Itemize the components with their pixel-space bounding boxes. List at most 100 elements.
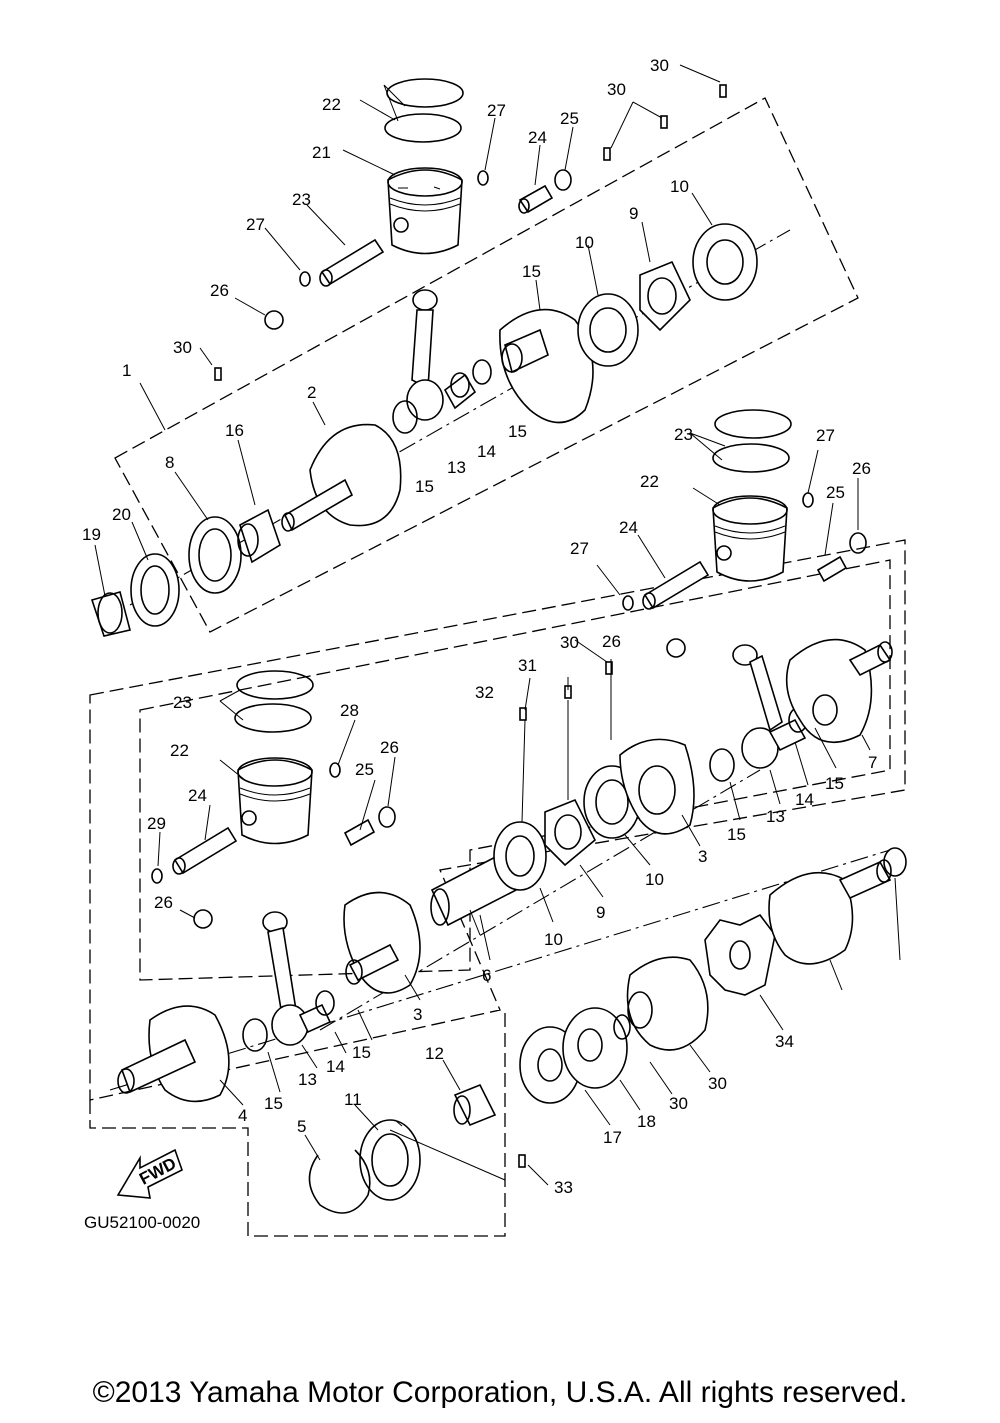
- callout-label: 30: [173, 338, 192, 357]
- callout-label: 15: [508, 422, 527, 441]
- callout-label: 24: [528, 128, 547, 147]
- callout-label: 20: [112, 505, 131, 524]
- callout-label: 30: [669, 1094, 688, 1113]
- callout-label: 27: [816, 426, 835, 445]
- callout-label: 23: [674, 425, 693, 444]
- callout-label: 25: [355, 760, 374, 779]
- callout-label: 4: [238, 1106, 247, 1125]
- callout-label: 19: [82, 525, 101, 544]
- callout-label: 14: [795, 790, 814, 809]
- callout-label: 26: [154, 893, 173, 912]
- dowel-pins-upper: [214, 84, 727, 381]
- callout-label: 15: [522, 262, 541, 281]
- callout-label: 3: [698, 847, 707, 866]
- callout-label: 7: [868, 753, 877, 772]
- dowel-pins-lower: [518, 661, 613, 1168]
- piston-left: [237, 757, 313, 845]
- circlip-5: [308, 1149, 371, 1214]
- callout-label: 15: [352, 1043, 371, 1062]
- labyrinth-seal-9-lower: [544, 798, 596, 867]
- labyrinth-seal-9-upper: [639, 260, 691, 332]
- piston-pin-right: [622, 492, 867, 658]
- callout-label: 22: [640, 472, 659, 491]
- damper-32: [704, 913, 776, 996]
- piston-rings-left: [234, 670, 314, 733]
- callout-label: 25: [560, 109, 579, 128]
- drawing-code: GU52100-0020: [84, 1213, 200, 1232]
- callout-label: 24: [619, 518, 638, 537]
- callout-label: 17: [603, 1128, 622, 1147]
- coupling-33: [768, 859, 892, 965]
- callout-label: 30: [607, 80, 626, 99]
- callout-label: 32: [475, 683, 494, 702]
- crank-end-4: [117, 1005, 230, 1103]
- callout-label: 2: [307, 383, 316, 402]
- connecting-rod-left: [242, 911, 335, 1052]
- callout-label: 1: [122, 361, 131, 380]
- crank-web-3-lower: [343, 891, 421, 994]
- callout-label: 29: [147, 814, 166, 833]
- callout-label: 3: [413, 1005, 422, 1024]
- assembly-boundary-lower: [89, 539, 906, 1237]
- callout-label: 24: [188, 786, 207, 805]
- clips-washers-upper: [264, 169, 572, 330]
- callout-label: 18: [637, 1112, 656, 1131]
- callout-label: 10: [575, 233, 594, 252]
- callout-label: 27: [487, 101, 506, 120]
- callout-label: 14: [477, 442, 496, 461]
- callout-label: 8: [165, 453, 174, 472]
- callout-label: 30: [708, 1074, 727, 1093]
- callout-label: 13: [447, 458, 466, 477]
- washer-29: [613, 1014, 631, 1040]
- callout-label: 15: [415, 477, 434, 496]
- callout-label: 9: [596, 903, 605, 922]
- callout-label: 14: [326, 1057, 345, 1076]
- callout-label: 23: [292, 190, 311, 209]
- callout-label: 12: [425, 1044, 444, 1063]
- piston-pin-left: [151, 762, 396, 929]
- callout-label: 27: [570, 539, 589, 558]
- callout-label: 23: [173, 693, 192, 712]
- crank-web-7: [785, 638, 893, 744]
- callout-label: 31: [518, 656, 537, 675]
- callout-label: 6: [482, 966, 491, 985]
- piston-upper: [387, 167, 463, 255]
- callout-label: 22: [322, 95, 341, 114]
- crank-web-3-center: [619, 738, 695, 835]
- washer-34: [883, 847, 907, 877]
- bearings-upper-right: [577, 223, 758, 367]
- fwd-arrow-icon: FWD: [116, 1148, 183, 1199]
- rod-bearing-upper: [392, 359, 492, 434]
- callout-label: 9: [629, 204, 638, 223]
- piston-rings-upper: [384, 78, 464, 143]
- callout-label: 5: [297, 1117, 306, 1136]
- callout-label: 27: [246, 215, 265, 234]
- collar-12: [453, 1083, 497, 1127]
- connecting-rod-right: [709, 644, 808, 782]
- callout-label: 16: [225, 421, 244, 440]
- callout-label: 30: [560, 633, 579, 652]
- callout-numbers: 1 2 3 3 4 5 6 7 8 9 9 10 10 10 10 11 12 …: [82, 56, 877, 1197]
- callout-label: 26: [210, 281, 229, 300]
- callout-label: 13: [298, 1070, 317, 1089]
- plates-18-19: [519, 1007, 628, 1104]
- callout-label: 15: [825, 774, 844, 793]
- assembly-boundary-upper: [114, 97, 859, 633]
- callout-label: 26: [852, 459, 871, 478]
- callout-label: 26: [602, 632, 621, 651]
- callout-label: 15: [264, 1094, 283, 1113]
- center-lines: [109, 229, 891, 1091]
- callout-label: 33: [554, 1178, 573, 1197]
- callout-label: 28: [340, 701, 359, 720]
- callout-label: 25: [826, 483, 845, 502]
- callout-label: 13: [766, 807, 785, 826]
- callout-label: 10: [670, 177, 689, 196]
- piston-pin-upper: [319, 238, 385, 287]
- crank-web-2: [281, 423, 402, 532]
- callout-label: 15: [727, 825, 746, 844]
- callout-label: 10: [544, 930, 563, 949]
- callout-label: 26: [380, 738, 399, 757]
- copyright-notice: ©2013 Yamaha Motor Corporation, U.S.A. A…: [92, 1376, 908, 1409]
- piston-right: [712, 495, 788, 582]
